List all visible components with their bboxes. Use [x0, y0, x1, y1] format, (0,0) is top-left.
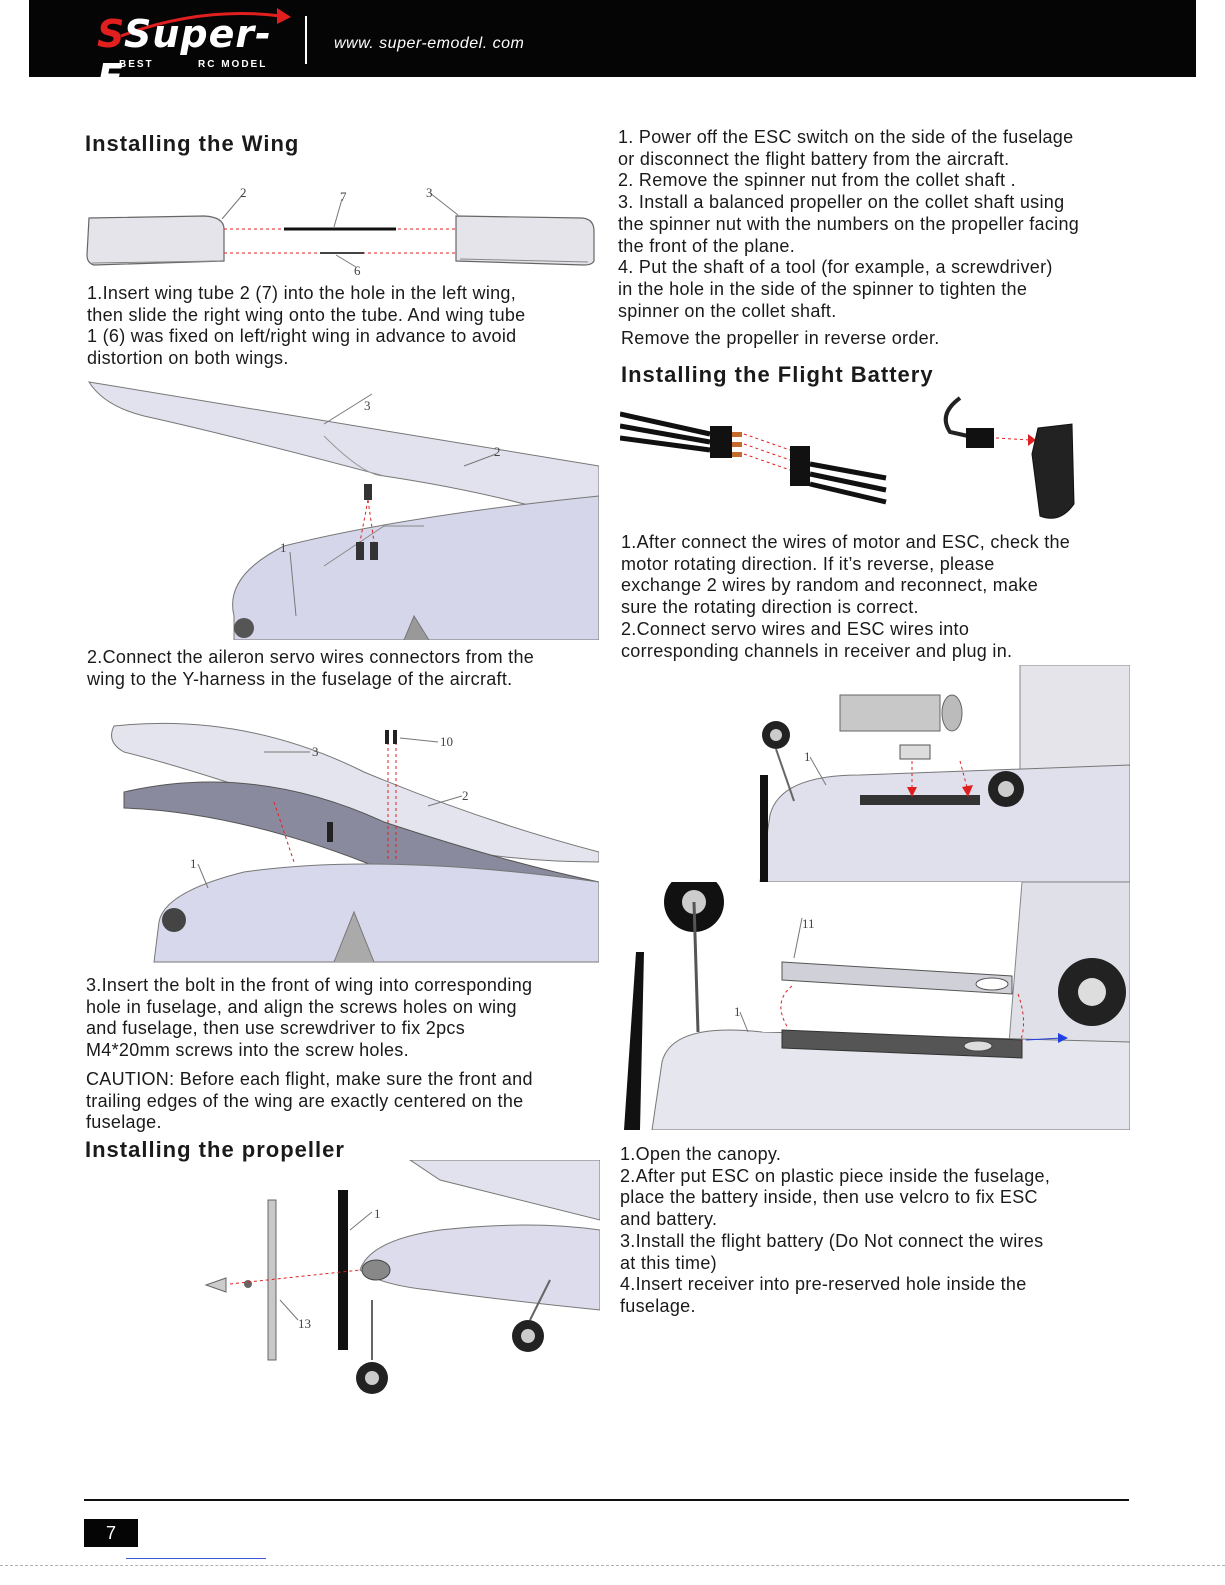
battery-steps-connect: 1.After connect the wires of motor and E… [621, 532, 1071, 661]
logo-swoosh-icon [120, 8, 291, 38]
heading-installing-flight-battery: Installing the Flight Battery [621, 362, 934, 387]
fig3-label-2: 2 [462, 788, 469, 803]
figure-receiver-plate: 11 1 [622, 882, 1130, 1130]
bottom-dotted-line [0, 1565, 1225, 1566]
fig2-label-3: 3 [364, 398, 371, 413]
footer-rule [84, 1499, 1129, 1501]
fig-prop-label-1: 1 [374, 1206, 381, 1221]
super-e-logo: SSuper-E BEST RC MODEL [91, 6, 291, 100]
figure-aileron-connection: 3 2 1 [84, 376, 599, 640]
caution-note: CAUTION: Before each flight, make sure t… [86, 1069, 533, 1133]
fig3-label-1: 1 [190, 856, 197, 871]
fig-wing-label-6: 6 [354, 263, 361, 278]
logo-tagline-left: BEST [119, 59, 154, 70]
figure-battery-in-fuselage: 1 [740, 665, 1130, 882]
wing-step-3: 3.Insert the bolt in the front of wing i… [86, 975, 533, 1061]
figure-wing-tubes: 2 7 3 6 [84, 185, 599, 280]
page-header: SSuper-E BEST RC MODEL www. super-emodel… [29, 0, 1196, 100]
heading-installing-wing: Installing the Wing [85, 131, 300, 156]
logo-tagline-right: RC MODEL [198, 59, 268, 70]
battery-steps-install: 1.Open the canopy. 2.After put ESC on pl… [620, 1144, 1051, 1316]
bottom-link-underline [126, 1558, 266, 1559]
website-url[interactable]: www. super-emodel. com [334, 35, 525, 52]
figure-propeller: 1 13 [200, 1160, 600, 1400]
fig-prop-label-13: 13 [298, 1316, 311, 1331]
fig-wing-label-2: 2 [240, 185, 247, 200]
fig-batt1-label-1: 1 [804, 749, 811, 764]
fig2-label-1: 1 [280, 540, 287, 555]
propeller-remove-note: Remove the propeller in reverse order. [621, 328, 940, 348]
figure-motor-esc-connectors [620, 394, 1090, 532]
figure-wing-bolt: 10 3 2 1 [84, 712, 599, 972]
fig-wing-label-7: 7 [340, 189, 347, 204]
heading-installing-propeller: Installing the propeller [85, 1137, 345, 1162]
propeller-steps: 1. Power off the ESC switch on the side … [618, 127, 1080, 321]
header-divider [305, 16, 307, 64]
fig-batt2-label-1: 1 [734, 1004, 741, 1019]
fig3-label-10: 10 [440, 734, 453, 749]
fig3-label-3: 3 [312, 744, 319, 759]
page-number: 7 [84, 1519, 138, 1547]
fig2-label-2: 2 [494, 444, 501, 459]
wing-step-1: 1.Insert wing tube 2 (7) into the hole i… [87, 283, 526, 369]
logo-wordmark: SSuper-E [97, 12, 272, 100]
wing-step-2: 2.Connect the aileron servo wires connec… [87, 647, 535, 689]
fig-wing-label-3: 3 [426, 185, 433, 200]
fig-batt2-label-11: 11 [802, 916, 815, 931]
